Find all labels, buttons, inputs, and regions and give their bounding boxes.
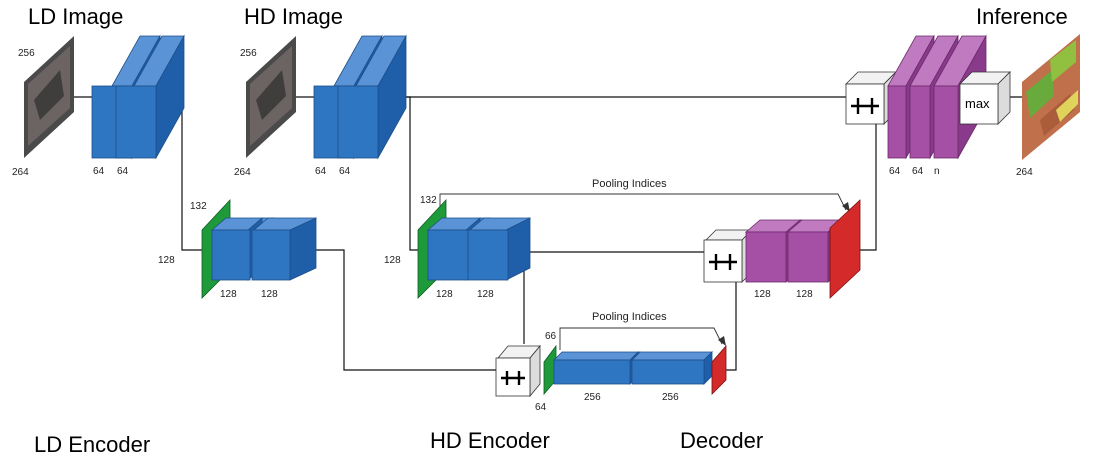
hd-block2-pool-top: 132 — [420, 195, 437, 206]
hd-image-title: HD Image — [244, 4, 343, 29]
hd-block1-ch-2: 64 — [339, 166, 351, 177]
hd-block2-ch-2: 128 — [477, 289, 494, 300]
decoder-conv-block-1 — [887, 34, 987, 160]
output-dim: 264 — [1016, 167, 1033, 178]
hd-block2-pool-side: 128 — [384, 255, 401, 266]
sum-icon — [709, 254, 737, 270]
ld-block2-ch-1: 128 — [220, 289, 237, 300]
decoder-block1-ch-2: 64 — [912, 166, 924, 177]
decoder-block2-ch-2: 128 — [796, 289, 813, 300]
hd-conv-block-1 — [313, 34, 407, 160]
ld-block2-pool-side: 128 — [158, 255, 175, 266]
hd-conv-slab-1b — [337, 34, 407, 160]
decoder-block2-ch-1: 128 — [754, 289, 771, 300]
ld-block2-pool-top: 132 — [190, 201, 207, 212]
pooling-indices-lower-label: Pooling Indices — [592, 311, 667, 323]
bottleneck-ch-1: 256 — [584, 392, 601, 403]
ld-block1-ch-1: 64 — [93, 166, 105, 177]
pooling-indices-upper: Pooling Indices — [439, 178, 850, 212]
ld-conv-block-1 — [91, 34, 185, 160]
output-segmentation-map — [1022, 34, 1080, 160]
ld-conv-slab-1b — [115, 34, 185, 160]
sum-icon — [501, 371, 525, 385]
decoder-block1-ch-1: 64 — [889, 166, 901, 177]
hd-image-dim-top: 256 — [240, 48, 257, 59]
sum-icon — [851, 98, 879, 114]
bottleneck-conv-block — [553, 351, 713, 385]
bottleneck-pool-bottom: 64 — [535, 402, 547, 413]
decoder-sum-node — [703, 229, 753, 283]
pooling-indices-upper-label: Pooling Indices — [592, 178, 667, 190]
hd-input-image — [246, 36, 296, 158]
inference-title: Inference — [976, 4, 1068, 29]
hd-conv-block-2 — [426, 217, 532, 281]
hd-encoder-title: HD Encoder — [430, 428, 550, 453]
bottleneck-pool-top: 66 — [545, 331, 557, 342]
connections — [46, 96, 1030, 371]
max-label: max — [965, 96, 990, 111]
ld-image-dim-bottom: 264 — [12, 167, 29, 178]
ld-encoder-title: LD Encoder — [34, 432, 150, 457]
ld-input-image — [24, 36, 74, 158]
pooling-indices-lower: Pooling Indices — [559, 311, 726, 350]
bottleneck-unpool-layer — [711, 344, 727, 395]
bottleneck-ch-2: 256 — [662, 392, 679, 403]
ld-image-dim-top: 256 — [18, 48, 35, 59]
max-node: max — [959, 71, 1011, 125]
hd-image-dim-bottom: 264 — [234, 167, 251, 178]
ld-conv-block-2 — [210, 217, 318, 281]
ld-image-title: LD Image — [28, 4, 123, 29]
hd-block2-ch-1: 128 — [436, 289, 453, 300]
decoder-unpool-layer — [829, 199, 861, 299]
decoder-block1-ch-3: n — [934, 166, 940, 177]
decoder-conv-block-2 — [744, 219, 844, 283]
ld-block1-ch-2: 64 — [117, 166, 129, 177]
bottleneck-sum-node — [495, 344, 541, 398]
ld-block2-ch-2: 128 — [261, 289, 278, 300]
hd-block1-ch-1: 64 — [315, 166, 327, 177]
decoder-title: Decoder — [680, 428, 763, 453]
